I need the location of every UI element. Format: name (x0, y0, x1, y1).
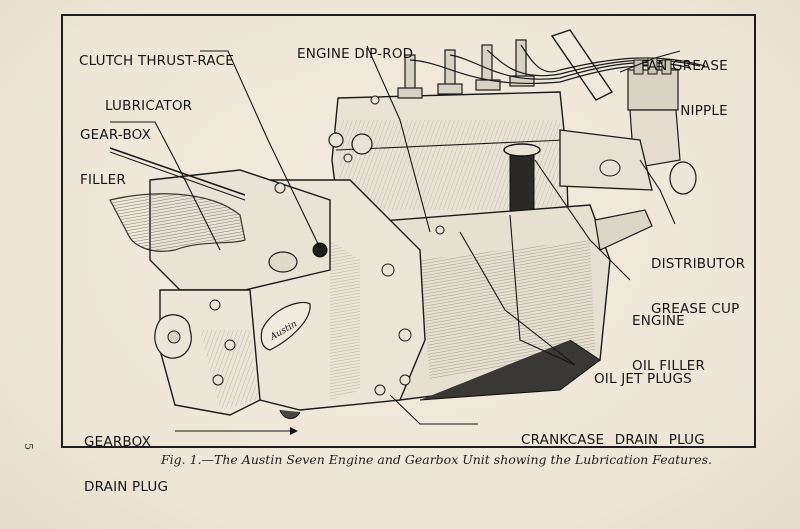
label-engine-dip-rod: ENGINE DIP-ROD (296, 46, 414, 62)
arrowhead-gearbox-drain (290, 427, 298, 435)
clutch-lubricator-hole (312, 242, 328, 258)
label-engine-oil-filler: ENGINE OIL FILLER (632, 313, 706, 374)
label-distributor-grease-cup: DISTRIBUTOR GREASE CUP (651, 256, 746, 317)
label-fan-grease-nipple: FAN GREASE NIPPLE (641, 58, 728, 119)
dynamo (559, 129, 653, 191)
leader-lines (110, 45, 681, 432)
leader-oil-jet-2 (509, 214, 576, 366)
leader-gearbox-filler (110, 121, 221, 251)
leader-dip-rod (366, 45, 431, 233)
label-crankcase-drain-plug: CRANKCASE DRAIN PLUG (520, 432, 705, 448)
oil-can-spout (109, 147, 246, 196)
leader-distributor (639, 159, 676, 225)
leader-oil-filler (534, 159, 631, 281)
bolts (209, 95, 445, 396)
leader-clutch (200, 50, 321, 249)
figure-caption: Fig. 1.—The Austin Seven Engine and Gear… (161, 452, 712, 467)
tail-shaft (594, 209, 653, 251)
figure-frame (61, 14, 756, 448)
hand (109, 193, 246, 252)
leader-oil-jet (459, 231, 576, 366)
filler-cap (268, 251, 298, 273)
leader-fan-grease (619, 50, 681, 73)
label-gear-box-filler: GEAR-BOX FILLER (80, 127, 152, 188)
page-number: 5 (22, 443, 35, 450)
leader-crankcase-drain (389, 394, 478, 425)
label-oil-jet-plugs: OIL JET PLUGS (593, 371, 692, 387)
spark-plugs (397, 39, 535, 99)
label-gearbox-drain-plug: GEARBOX DRAIN PLUG (84, 434, 169, 495)
label-clutch-thrust-race-lubricator: CLUTCH THRUST-RACE LUBRICATOR (79, 53, 234, 114)
